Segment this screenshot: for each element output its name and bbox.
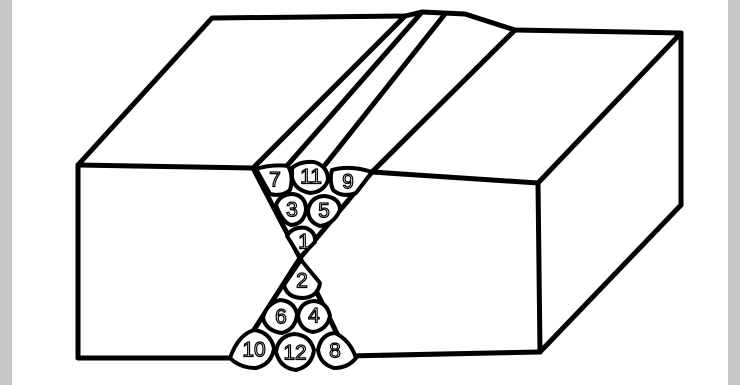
bead-8: 8: [316, 331, 358, 370]
side-face-bottom-edge: [537, 202, 684, 355]
weld-line-1: [250, 13, 408, 171]
bead-label-7: 7: [269, 169, 281, 192]
front-face-top-right-edge: [369, 169, 541, 186]
bead-4: 4: [296, 299, 332, 334]
front-face-right-edge: [535, 180, 543, 355]
diagram-canvas: [12, 0, 728, 385]
side-face-top-edge: [535, 30, 684, 186]
bead-10: 10: [228, 328, 276, 370]
bead-2: 2: [282, 258, 322, 300]
bead-label-2: 2: [296, 270, 308, 293]
bead-1: 1: [285, 225, 318, 259]
weld-line-3: [322, 11, 448, 168]
bead-label-5: 5: [318, 200, 330, 223]
bead-label-8: 8: [329, 340, 341, 363]
bead-9: 9: [328, 165, 374, 197]
bead-label-12: 12: [283, 342, 306, 365]
top-face-left-edge: [75, 162, 256, 171]
bead-7: 7: [254, 163, 294, 197]
bead-12: 12: [274, 332, 316, 372]
bead-3: 3: [274, 192, 308, 227]
bead-11: 11: [290, 159, 330, 195]
bead-label-3: 3: [286, 199, 298, 222]
weld-beads: 1 2 3 5 7 11 9: [228, 159, 374, 372]
bead-6: 6: [261, 298, 299, 335]
weld-line-4: [369, 27, 518, 175]
weld-line-2: [282, 9, 425, 171]
bead-label-11: 11: [300, 166, 322, 189]
bead-label-4: 4: [308, 305, 320, 328]
bead-label-6: 6: [275, 306, 287, 329]
bead-label-10: 10: [242, 339, 265, 362]
bead-label-9: 9: [342, 171, 354, 194]
bead-label-1: 1: [298, 231, 310, 254]
front-face-bottom-edge-right: [345, 349, 543, 359]
top-face-back-edge: [75, 9, 684, 168]
plate-outline: [75, 9, 684, 361]
bead-5: 5: [306, 194, 342, 228]
